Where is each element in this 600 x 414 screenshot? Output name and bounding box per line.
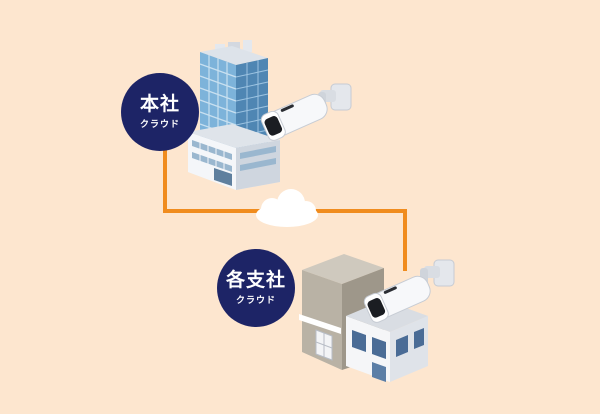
security-camera-icon [260,83,352,141]
headquarters-label: 本社 [139,92,180,115]
headquarters-badge: 本社 クラウド [121,73,199,151]
branch-building-icon [299,254,428,382]
cloud-icon [256,189,318,227]
branch-badge: 各支社 クラウド [217,249,295,327]
security-camera-icon [363,259,455,323]
headquarters-sublabel: クラウド [139,119,180,130]
branch-sublabel: クラウド [235,295,276,306]
branch-label: 各支社 [225,268,286,291]
office-tower-icon [188,40,280,190]
